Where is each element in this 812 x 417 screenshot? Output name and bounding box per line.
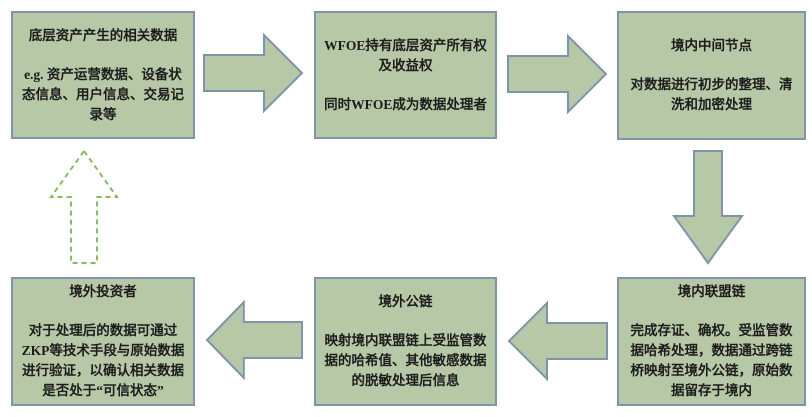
node-foreign-investor: 境外投资者 对于处理后的数据可通过ZKP等技术手段与原始数据进行验证，以确认相关…: [11, 277, 195, 406]
node-title: WFOE持有底层资产所有权及收益权: [324, 37, 487, 73]
node-title: 境外公链: [378, 294, 433, 309]
arrow-up-dashed-icon: [49, 149, 119, 264]
arrow-right-icon: [203, 32, 304, 114]
node-body: 对数据进行初步的整理、清洗和加密处理: [630, 77, 793, 112]
node-foreign-public-chain: 境外公链 映射境内联盟链上受监管数据的哈希值、其他敏感数据的脱敏处理后信息: [314, 277, 497, 406]
node-title: 底层资产产生的相关数据: [28, 27, 178, 43]
arrow-left-icon: [205, 299, 303, 381]
node-domestic-consortium-chain: 境内联盟链 完成存证、确权。受监管数据哈希处理，数据通过跨链桥映射至境外公链，原…: [617, 277, 806, 406]
arrow-down-icon: [672, 150, 744, 265]
node-body: e.g. 资产运营数据、设备状态信息、用户信息、交易记录等: [22, 66, 184, 122]
node-title: 境外投资者: [69, 284, 137, 299]
arrow-right-icon: [507, 33, 608, 115]
node-body: 完成存证、确权。受监管数据哈希处理，数据通过跨链桥映射至境外公链，原始数据留存于…: [630, 323, 793, 398]
node-domestic-intermediate-node: 境内中间节点 对数据进行初步的整理、清洗和加密处理: [617, 11, 806, 140]
node-underlying-asset-data: 底层资产产生的相关数据 e.g. 资产运营数据、设备状态信息、用户信息、交易记录…: [11, 11, 195, 139]
node-title: 境内联盟链: [677, 284, 746, 299]
node-body: 同时WFOE成为数据处理者: [324, 96, 487, 112]
arrow-left-icon: [507, 300, 608, 382]
node-body: 映射境内联盟链上受监管数据的哈希值、其他敏感数据的脱敏处理后信息: [324, 333, 487, 388]
node-title: 境内中间节点: [671, 38, 752, 53]
node-wfoe: WFOE持有底层资产所有权及收益权 同时WFOE成为数据处理者: [314, 11, 497, 139]
node-body: 对于处理后的数据可通过ZKP等技术手段与原始数据进行验证，以确认相关数据是否处于…: [21, 323, 185, 398]
